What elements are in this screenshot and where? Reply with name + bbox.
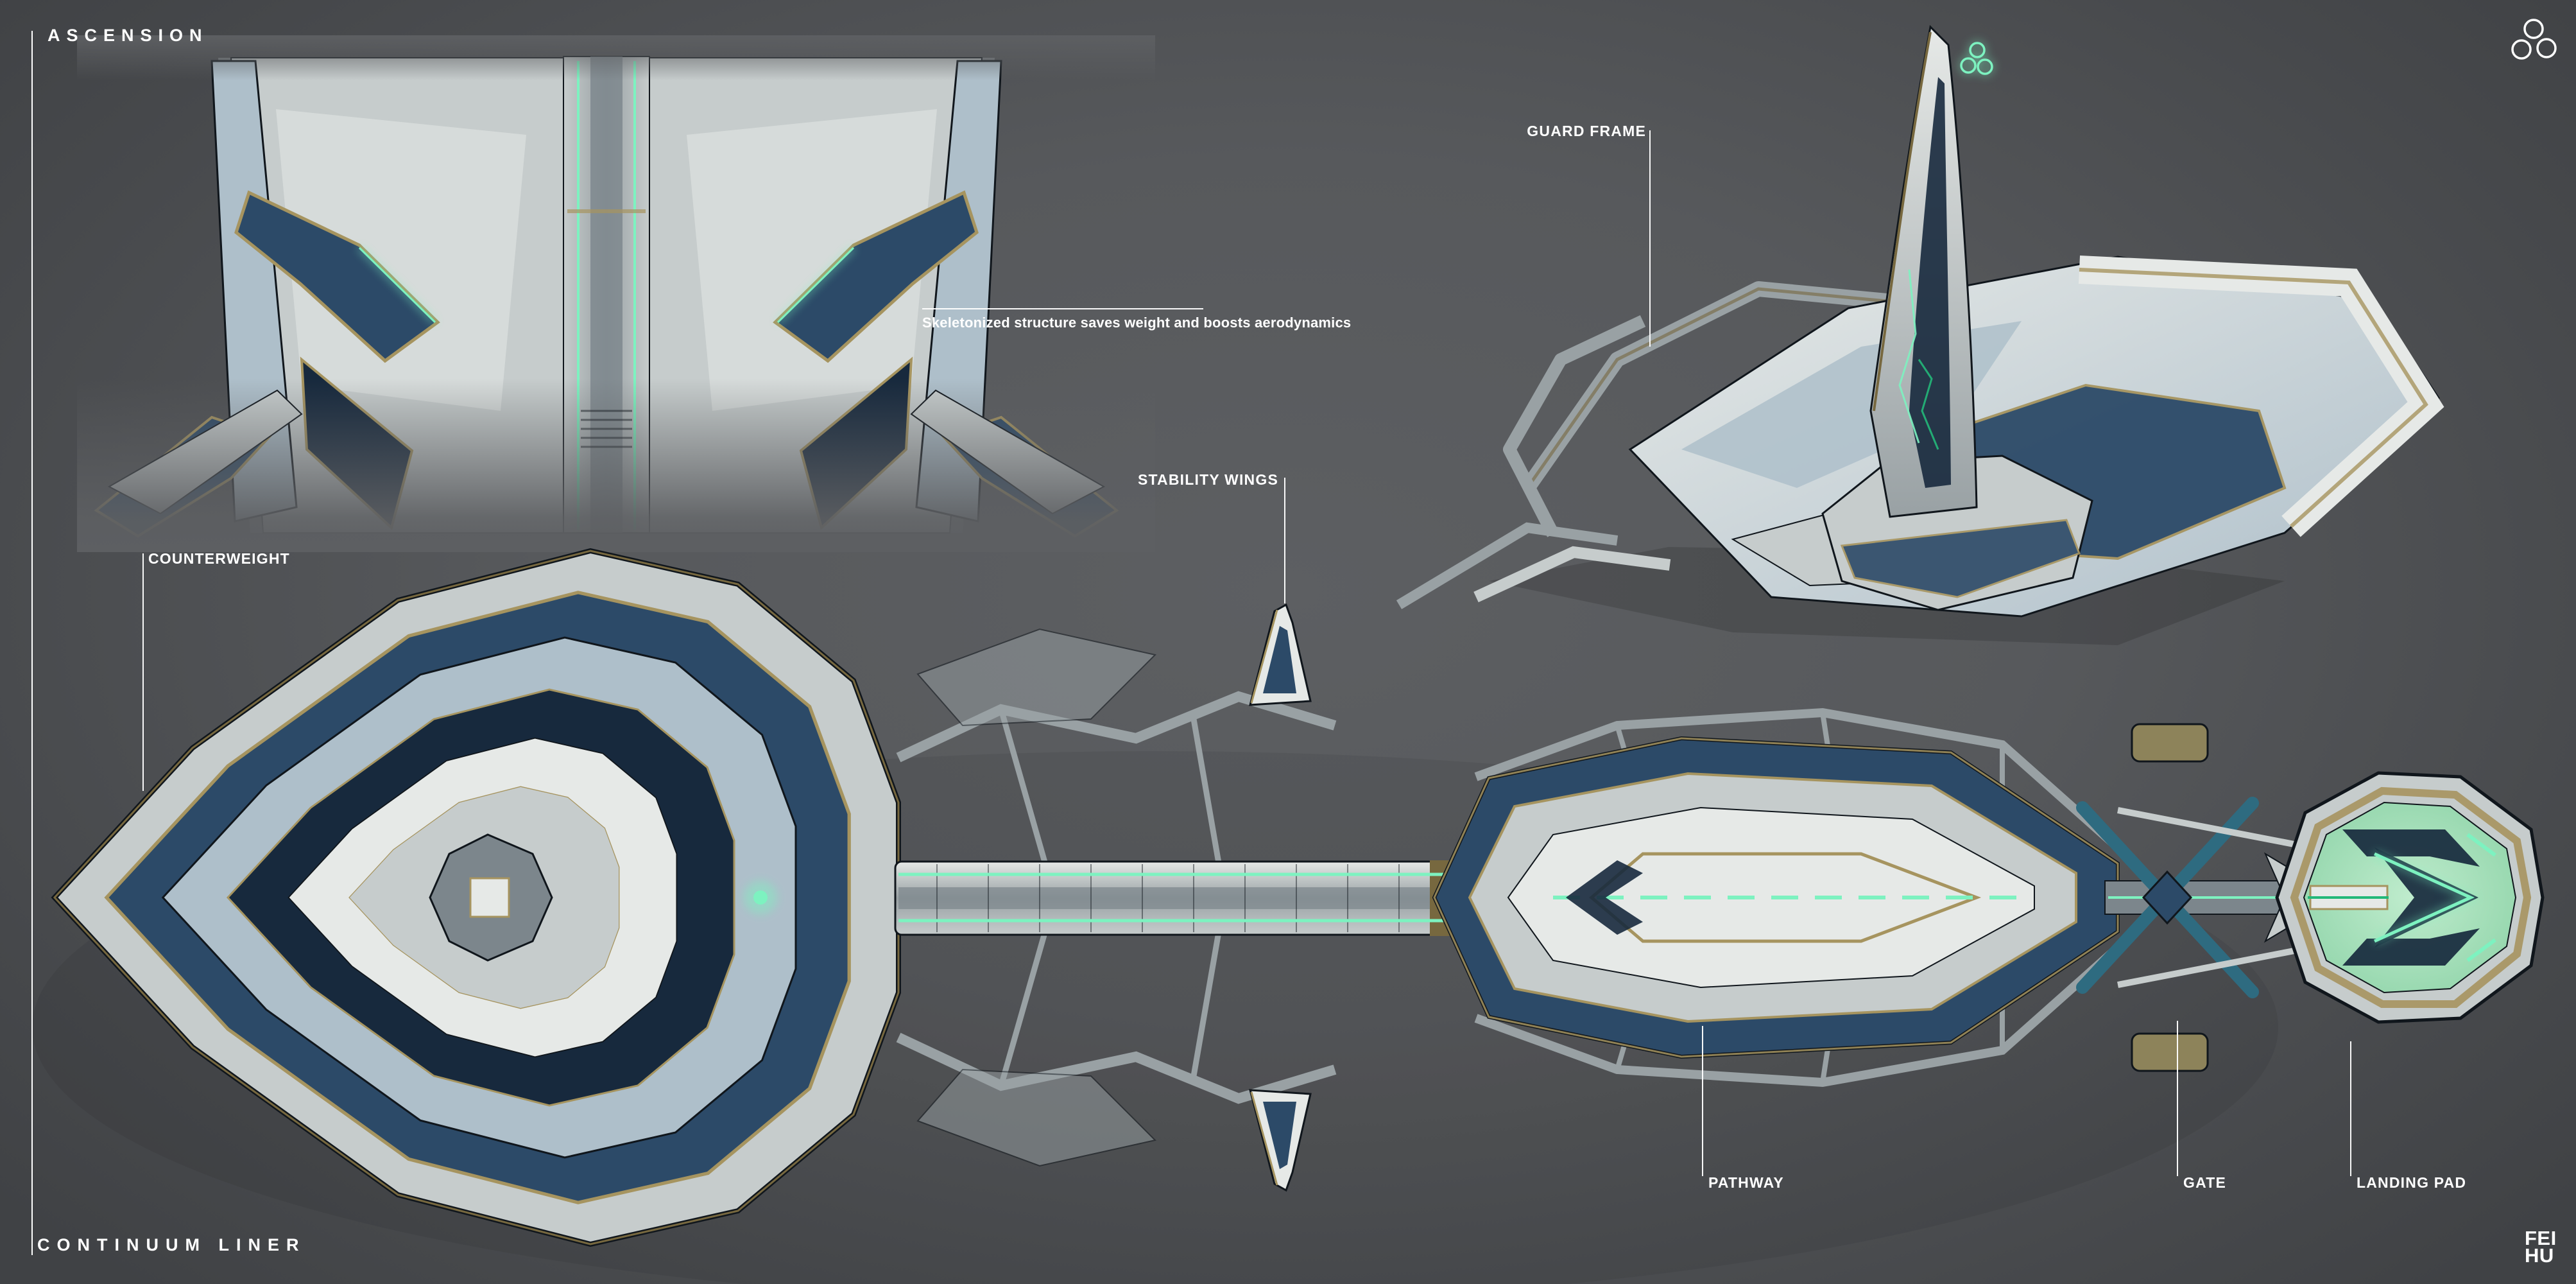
leader-guard-frame	[1649, 130, 1651, 347]
render-top-plan-view	[55, 551, 2545, 1244]
leader-gate	[2177, 1021, 2178, 1176]
leader-pathway	[1702, 1026, 1703, 1176]
leader-counterweight	[142, 553, 144, 791]
callout-guard-frame: GUARD FRAME	[1527, 123, 1646, 139]
gate-section	[2076, 723, 2298, 1072]
callout-counterweight: COUNTERWEIGHT	[148, 550, 290, 567]
callout-pathway: PATHWAY	[1708, 1174, 1784, 1191]
leader-skeleton-note	[922, 308, 1203, 309]
studio-mark-line2: HU	[2525, 1244, 2554, 1267]
page-title: ASCENSION	[47, 26, 209, 45]
callout-skeleton-note: Skeletonized structure saves weight and …	[922, 315, 1352, 331]
studio-mark: FEI HU	[2525, 1227, 2557, 1267]
render-perspective-view	[1396, 24, 2444, 645]
subject-title: CONTINUUM LINER	[37, 1235, 306, 1254]
leader-stability-wings	[1284, 478, 1285, 603]
stability-wing	[1249, 603, 1312, 706]
leader-landing-pad	[2350, 1041, 2351, 1176]
studio-mark-line1: FEI	[2525, 1227, 2557, 1249]
counterweight-section	[55, 551, 898, 1244]
left-edge-rule	[31, 31, 33, 1255]
pathway-section	[1432, 736, 2120, 1059]
callout-landing-pad: LANDING PAD	[2357, 1174, 2467, 1191]
render-panel-detail-closeup	[77, 35, 1155, 552]
triple-ring-icon	[2511, 19, 2557, 60]
spine	[894, 860, 1458, 936]
callout-stability-wings: STABILITY WINGS	[1137, 471, 1278, 488]
callout-gate: GATE	[2183, 1174, 2226, 1191]
landing-pad-section	[2263, 771, 2545, 1024]
